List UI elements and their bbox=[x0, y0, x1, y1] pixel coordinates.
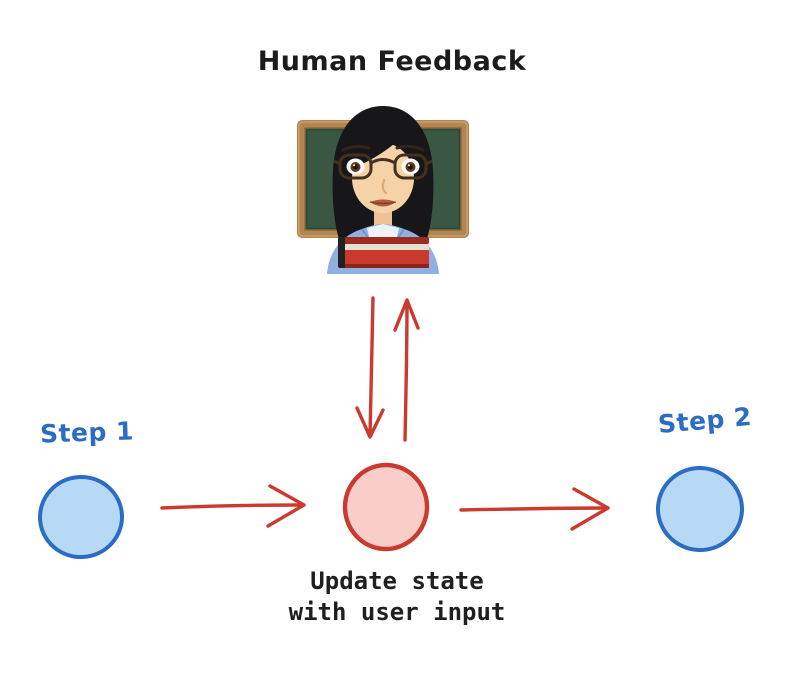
update-state-caption: Update state with user input bbox=[0, 566, 794, 628]
node-step2 bbox=[656, 465, 744, 553]
feedback-updown-arrows bbox=[355, 296, 420, 442]
arrow-down-icon bbox=[368, 296, 375, 438]
diagram-title: Human Feedback bbox=[257, 46, 527, 77]
edge-step1-to-update bbox=[160, 484, 306, 528]
edge-update-to-step2 bbox=[459, 487, 610, 531]
caption-line-2: with user input bbox=[288, 598, 506, 626]
node-step1 bbox=[38, 474, 124, 560]
step2-label: Step 2 bbox=[656, 401, 753, 440]
caption-line-1: Update state bbox=[310, 567, 484, 595]
woman-teacher-emoji bbox=[297, 106, 469, 274]
arrow-up-icon bbox=[403, 300, 409, 442]
node-update-state bbox=[342, 462, 430, 552]
step1-label: Step 1 bbox=[39, 416, 135, 449]
